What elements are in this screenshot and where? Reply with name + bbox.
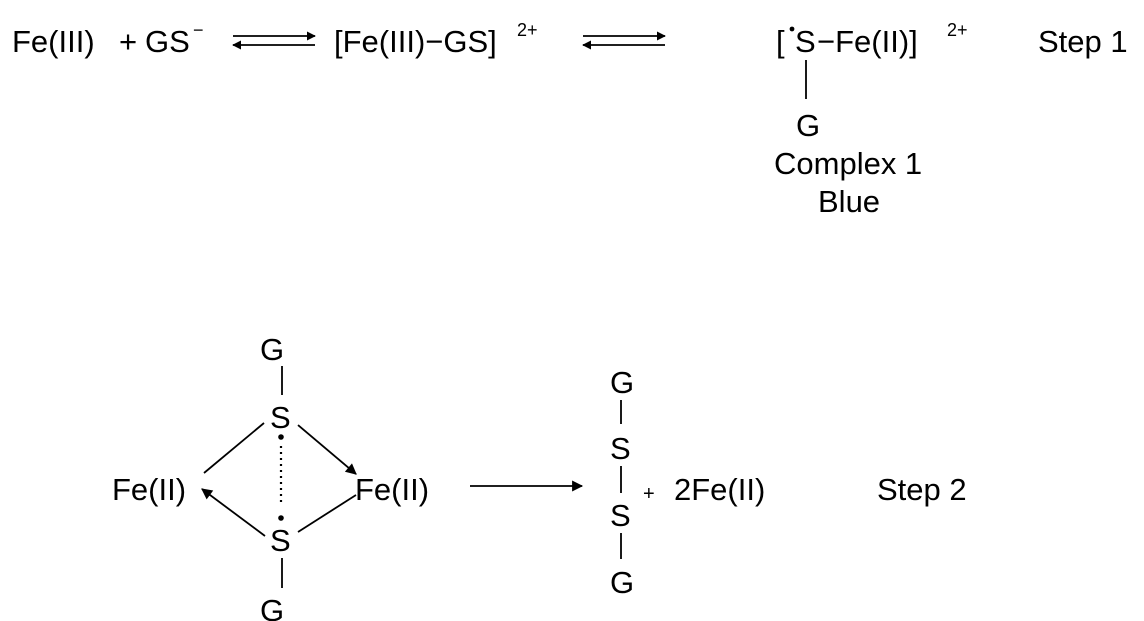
step1-equilibrium-arrow-2 bbox=[582, 31, 666, 50]
step-1: Fe(III) + GS − [Fe(III)−GS] 2+ [ S −Fe(I… bbox=[12, 20, 1128, 219]
step1-intermediate-charge: 2+ bbox=[517, 20, 538, 40]
fe-s-bond-top-left bbox=[203, 422, 265, 474]
step1-intermediate: [Fe(III)−GS] bbox=[334, 24, 497, 59]
radical-dot-bottom bbox=[278, 515, 284, 521]
disulfide-bottom-g: G bbox=[610, 565, 634, 600]
step-2: G S S G Fe(II) Fe(II) G S S G bbox=[112, 332, 967, 621]
bridge-top-g: G bbox=[260, 332, 284, 367]
complex-name: Complex 1 bbox=[774, 146, 922, 181]
fe-s-bond-bottom-right bbox=[297, 494, 357, 533]
step1-product-charge: 2+ bbox=[947, 20, 968, 40]
step2-plus: + bbox=[643, 483, 655, 505]
step1-reactant-fe: Fe(III) bbox=[12, 24, 95, 59]
step2-product-fe: 2Fe(II) bbox=[674, 472, 765, 507]
step1-product-open-bracket: [ bbox=[776, 24, 785, 59]
bridge-top-s: S bbox=[270, 400, 291, 435]
radical-dot-top bbox=[278, 434, 284, 440]
bridge-bottom-s: S bbox=[270, 523, 291, 558]
complex-color: Blue bbox=[818, 184, 880, 219]
bridge-left-fe: Fe(II) bbox=[112, 472, 186, 507]
step1-label: Step 1 bbox=[1038, 24, 1128, 59]
bridge-bottom-g: G bbox=[260, 593, 284, 621]
disulfide-bottom-s: S bbox=[610, 498, 631, 533]
step1-reactant-gs-charge: − bbox=[193, 20, 204, 40]
step1-product-radical-s: S bbox=[795, 24, 816, 59]
electron-transfer-arrow-right bbox=[297, 424, 357, 475]
disulfide-top-s: S bbox=[610, 431, 631, 466]
step1-product-rest: −Fe(II)] bbox=[817, 24, 918, 59]
step1-equilibrium-arrow-1 bbox=[232, 31, 316, 50]
step2-label: Step 2 bbox=[877, 472, 967, 507]
electron-transfer-arrow-left bbox=[201, 488, 266, 537]
step1-plus: + bbox=[119, 24, 137, 59]
step1-product-substituent: G bbox=[796, 108, 820, 143]
disulfide-top-g: G bbox=[610, 365, 634, 400]
bridged-iron-dimer: G S S G Fe(II) Fe(II) bbox=[112, 332, 429, 621]
step1-reactant-gs: GS bbox=[145, 24, 190, 59]
disulfide-product: G S S G bbox=[610, 365, 634, 600]
radical-dot bbox=[789, 26, 795, 32]
bridge-right-fe: Fe(II) bbox=[355, 472, 429, 507]
